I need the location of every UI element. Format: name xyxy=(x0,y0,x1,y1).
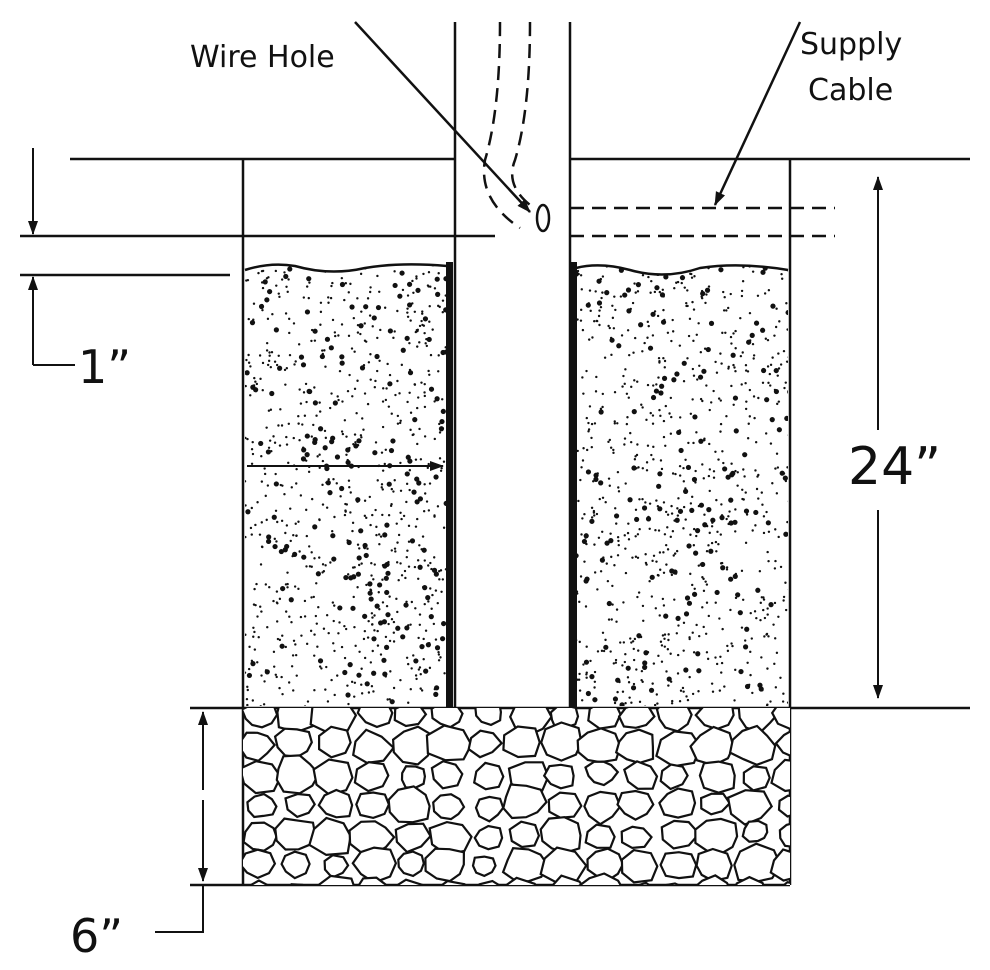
post-sleeve-right xyxy=(570,262,577,708)
dim-1in-label: 1” xyxy=(78,340,131,394)
ground-lines xyxy=(20,22,970,887)
gravel-fill xyxy=(243,708,790,885)
wire-hole-icon xyxy=(535,203,551,233)
wire-hole-leader xyxy=(354,21,531,213)
dim-6in-label: 6” xyxy=(70,909,123,963)
dim-24in-label: 24” xyxy=(848,437,941,497)
supply-cable-label-2: Cable xyxy=(808,73,893,108)
wire-hole-label: Wire Hole xyxy=(190,40,335,75)
dimension-lines xyxy=(28,148,883,933)
supply-cable-leader xyxy=(713,21,802,206)
concrete-fill xyxy=(244,262,789,708)
post-sleeve-left xyxy=(446,262,453,708)
supply-cable-label-1: Supply xyxy=(800,27,902,62)
supply-cable-dashed xyxy=(482,21,835,238)
